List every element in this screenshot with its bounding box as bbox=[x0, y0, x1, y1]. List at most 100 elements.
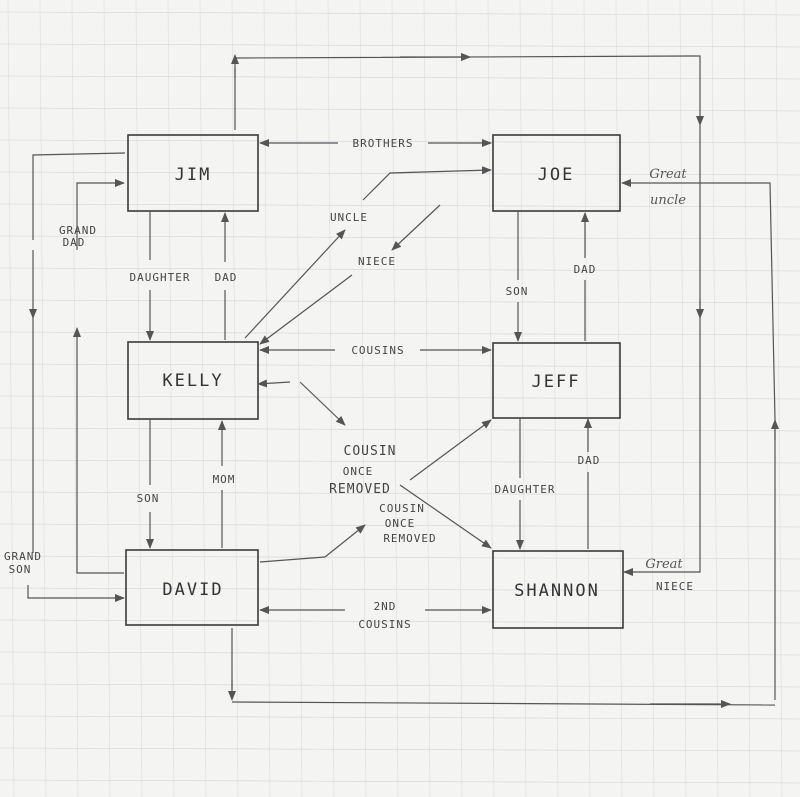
label-cor-b-1: COUSIN bbox=[379, 502, 425, 515]
grid-line bbox=[519, 0, 527, 797]
edge-jim-kelly: DAUGHTER DAD bbox=[130, 212, 238, 341]
label-mom-david-kelly: MOM bbox=[213, 473, 236, 486]
grid-line bbox=[0, 427, 800, 432]
grid-line bbox=[0, 683, 800, 688]
grid-line bbox=[455, 0, 463, 797]
label-brothers: BROTHERS bbox=[353, 137, 414, 150]
grid-line bbox=[0, 779, 800, 784]
grid-line bbox=[0, 747, 800, 752]
grid-line bbox=[71, 0, 79, 797]
label-daughter-jeff-shannon: DAUGHTER bbox=[495, 483, 556, 496]
label-grand-son-1: GRAND bbox=[4, 550, 42, 563]
edge-kelly-david: SON MOM bbox=[137, 420, 236, 549]
label-cor-a-3: REMOVED bbox=[329, 482, 391, 497]
label-niece: NIECE bbox=[358, 255, 396, 268]
label-great-niece-2: NIECE bbox=[656, 580, 694, 593]
grid-line bbox=[0, 459, 800, 464]
grid-line bbox=[0, 363, 800, 368]
node-jeff-label: JEFF bbox=[532, 372, 581, 392]
label-cor-a-1: COUSIN bbox=[344, 444, 397, 459]
edge-jeff-shannon: DAUGHTER DAD bbox=[495, 418, 601, 550]
label-second-cousins-1: 2ND bbox=[374, 600, 397, 613]
grid-line bbox=[0, 203, 800, 208]
edge-cousin-once-removed-david-jeff: COUSIN ONCE REMOVED bbox=[259, 419, 492, 563]
label-great-niece-1: Great bbox=[645, 557, 683, 572]
grid-line bbox=[423, 0, 431, 797]
grid-line bbox=[0, 555, 800, 560]
node-david-label: DAVID bbox=[162, 580, 223, 600]
node-joe: JOE bbox=[492, 134, 621, 212]
label-grand-son-2: SON bbox=[9, 563, 32, 576]
grid-line bbox=[0, 43, 800, 48]
node-kelly: KELLY bbox=[127, 341, 259, 420]
edge-second-cousins: 2ND COUSINS bbox=[259, 600, 492, 631]
edge-cousin-once-removed-kelly-shannon: COUSIN ONCE REMOVED bbox=[257, 379, 492, 549]
grid-line bbox=[0, 171, 800, 176]
grid-line bbox=[487, 0, 495, 797]
grid-line bbox=[0, 267, 800, 272]
edge-uncle: UNCLE bbox=[244, 166, 492, 339]
label-daughter-jim-kelly: DAUGHTER bbox=[130, 271, 191, 284]
label-son-kelly-david: SON bbox=[137, 492, 160, 505]
label-cousins: COUSINS bbox=[351, 344, 404, 357]
grid-line bbox=[0, 587, 800, 592]
grid-line bbox=[359, 0, 367, 797]
grid-line bbox=[0, 651, 800, 656]
grid-line bbox=[167, 0, 175, 797]
grid-line bbox=[0, 299, 800, 304]
node-jim: JIM bbox=[127, 134, 259, 212]
node-shannon: SHANNON bbox=[492, 550, 624, 629]
grid-line bbox=[0, 331, 800, 336]
label-grand-dad-2: DAD bbox=[63, 236, 86, 249]
label-uncle: UNCLE bbox=[330, 211, 368, 224]
edge-grand-son: GRAND SON bbox=[4, 179, 125, 602]
grid-line bbox=[135, 0, 143, 797]
grid-line bbox=[743, 0, 751, 797]
edge-niece: NIECE bbox=[259, 204, 441, 345]
edge-brothers: BROTHERS bbox=[259, 137, 492, 150]
grid-line bbox=[199, 0, 207, 797]
grid-line bbox=[103, 0, 111, 797]
label-cor-a-2: ONCE bbox=[343, 465, 374, 478]
edge-grand-dad: GRAND DAD bbox=[29, 152, 126, 553]
edge-great-niece: Great NIECE bbox=[228, 540, 776, 708]
grid-line bbox=[0, 491, 800, 496]
grid-line bbox=[0, 235, 800, 240]
node-shannon-label: SHANNON bbox=[514, 581, 600, 601]
edge-cousins: COUSINS bbox=[259, 344, 492, 357]
node-jim-label: JIM bbox=[175, 165, 212, 185]
label-cor-b-3: REMOVED bbox=[383, 532, 436, 545]
grid-line bbox=[0, 395, 800, 400]
label-second-cousins-2: COUSINS bbox=[358, 618, 411, 631]
grid-line bbox=[0, 107, 800, 112]
grid-line bbox=[327, 0, 335, 797]
node-kelly-label: KELLY bbox=[162, 371, 223, 391]
grid-line bbox=[0, 139, 800, 144]
label-dad-shannon-jeff: DAD bbox=[578, 454, 601, 467]
grid-line bbox=[0, 75, 800, 80]
grid-line bbox=[0, 523, 800, 528]
grid-line bbox=[39, 0, 47, 797]
grid-line bbox=[295, 0, 303, 797]
node-joe-label: JOE bbox=[538, 165, 575, 185]
label-dad-jeff-joe: DAD bbox=[574, 263, 597, 276]
grid-line bbox=[775, 0, 783, 797]
grid-line bbox=[551, 0, 559, 797]
node-david: DAVID bbox=[125, 549, 259, 626]
edge-joe-jeff: SON DAD bbox=[506, 212, 597, 342]
label-son-joe-jeff: SON bbox=[506, 285, 529, 298]
label-great-uncle-1: Great bbox=[649, 167, 687, 182]
grid-line bbox=[7, 0, 15, 797]
grid-line bbox=[391, 0, 399, 797]
label-dad-kelly-jim: DAD bbox=[215, 271, 238, 284]
node-jeff: JEFF bbox=[492, 342, 621, 419]
grid-line bbox=[0, 11, 800, 16]
label-great-uncle-2: uncle bbox=[650, 193, 686, 208]
label-cor-b-2: ONCE bbox=[385, 517, 416, 530]
grid-line bbox=[263, 0, 271, 797]
edge-great-uncle: Great uncle bbox=[231, 53, 779, 700]
grid-line bbox=[0, 715, 800, 720]
